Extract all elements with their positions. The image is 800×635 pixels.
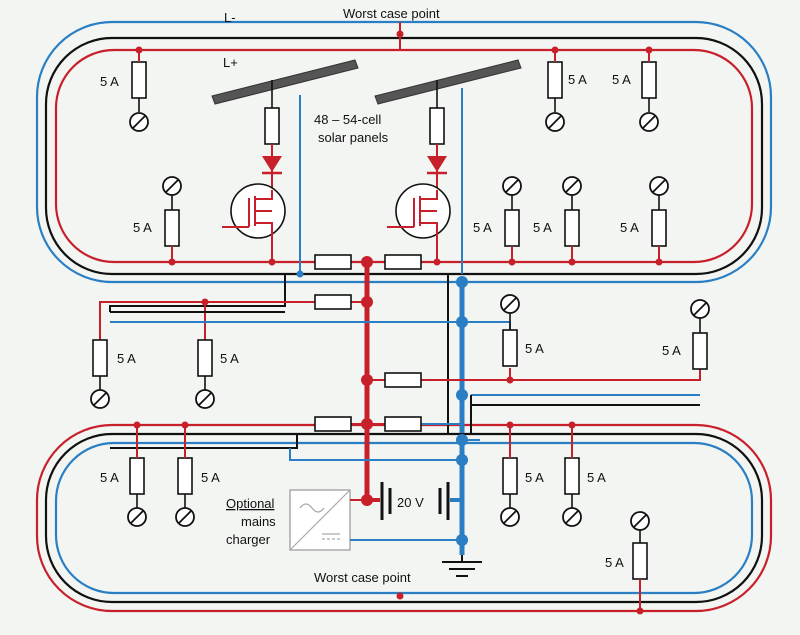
solar-panels-label-1: 48 – 54-cell [314,112,381,127]
fuse-h-6 [384,416,422,432]
load-icon [562,176,582,196]
black-trunk-center [447,274,470,435]
load-icon [127,507,147,527]
red-left-branch [99,301,367,340]
load-icon [500,507,520,527]
bottom-loop-black [44,432,764,604]
load-icon [129,112,149,132]
solar-panels-label-2: solar panels [318,130,389,145]
battery [367,482,462,520]
fuse-rating: 5 A [612,72,631,87]
fuse-top-5 [504,209,520,247]
fuse-top-3 [641,61,657,99]
fuse-h-2 [384,254,422,270]
load-icon [500,294,520,314]
load-icon [175,507,195,527]
load-icon [690,299,710,319]
load-terminals [90,112,710,531]
top-loop-blue [35,20,773,284]
fuse-rating: 5 A [201,470,220,485]
fuse-rating: 5 A [100,74,119,89]
fuse-mid-4 [692,332,708,370]
worst-case-bottom-label: Worst case point [314,570,411,585]
fuse-mid-1 [92,339,108,377]
charger-label-3: charger [226,532,271,547]
diodes [262,144,447,190]
load-icon [562,507,582,527]
fuse-rating: 5 A [525,470,544,485]
solar-panels [211,59,522,108]
fuse-rating: 5 A [525,341,544,356]
fuse-rating: 5 A [133,220,152,235]
fuse-bot-1 [129,457,145,495]
load-icon [195,389,215,409]
junction-dots [133,30,663,615]
solar-panel-1 [211,59,359,105]
mosfet-2 [387,183,451,262]
load-icon [502,176,522,196]
fuse-top-1 [131,61,147,99]
load-icon [649,176,669,196]
fuse-mid-2 [197,339,213,377]
ground-icon [442,555,482,577]
fuse-bot-2 [177,457,193,495]
fuse-rating: 5 A [587,470,606,485]
mosfet-1 [222,183,286,262]
mains-charger [289,489,462,551]
bottom-loop-blue [54,441,754,595]
battery-voltage-label: 20 V [397,495,424,510]
fuse-rating: 5 A [533,220,552,235]
fuse-bot-5 [632,542,648,580]
fuse-rating: 5 A [662,343,681,358]
load-icon [162,176,182,196]
charger-label-1: Optional [226,496,275,511]
fuse-h-3 [314,294,352,310]
fuses [92,61,708,580]
l-plus-label: L+ [223,55,238,70]
fuse-top-2 [547,61,563,99]
fuse-rating: 5 A [117,351,136,366]
fuse-h-1 [314,254,352,270]
load-icon [545,112,565,132]
fuse-top-6 [564,209,580,247]
fuse-rating: 5 A [473,220,492,235]
diode-2 [427,156,447,172]
black-trunk-top [109,274,286,312]
l-minus-label: L- [224,10,236,25]
fuse-rating: 5 A [620,220,639,235]
top-loop-black [44,36,764,276]
fuse-h-5 [314,416,352,432]
solar-panel-2 [374,59,522,105]
load-icon [639,112,659,132]
fuse-rating: 5 A [100,470,119,485]
fuse-rating: 5 A [220,351,239,366]
worst-case-top-label: Worst case point [343,6,440,21]
black-connector-left [110,434,298,449]
fuse-bot-3 [502,457,518,495]
diode-1 [262,156,282,172]
fuse-mid-3 [502,329,518,367]
load-icon [90,389,110,409]
fuse-panel-2 [429,107,445,145]
load-icon [630,511,650,531]
charger-label-2: mains [241,514,276,529]
fuse-rating: 5 A [605,555,624,570]
fuse-top-4 [164,209,180,247]
fuse-panel-1 [264,107,280,145]
labels: Worst case point Worst case point L- L+ … [100,6,681,585]
fuse-h-4 [384,372,422,388]
fuse-bot-4 [564,457,580,495]
fuse-rating: 5 A [568,72,587,87]
fuse-top-7 [651,209,667,247]
red-right-branch [367,368,701,381]
